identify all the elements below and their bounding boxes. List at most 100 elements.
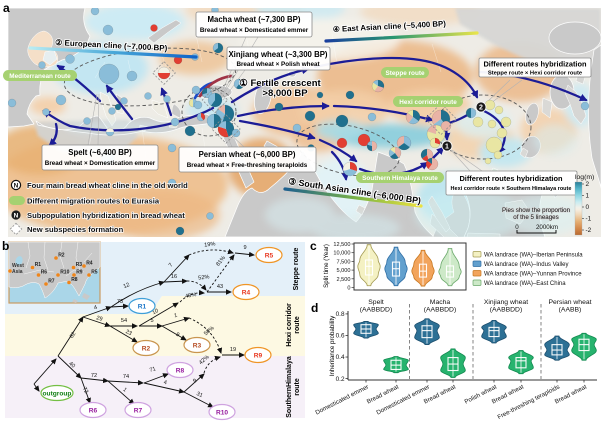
pie-slice bbox=[197, 113, 204, 121]
inset-point-R7 bbox=[44, 282, 48, 286]
splittime-legend-swatch bbox=[472, 251, 482, 258]
pie-outline bbox=[206, 113, 222, 129]
sea-tints bbox=[65, 121, 585, 237]
group-title-line1: Xinjiang wheat bbox=[484, 299, 528, 306]
graph-node-label: R10 bbox=[216, 409, 228, 416]
callout-hyb-hexi-southern: Different routes hybridization Hexi corr… bbox=[445, 170, 578, 196]
graph-edge-label: 9 bbox=[243, 245, 246, 251]
lineage-pie bbox=[231, 128, 241, 138]
scale-bar-zero: 0 bbox=[515, 224, 519, 231]
pie-outline bbox=[193, 100, 203, 110]
pie-outline bbox=[484, 157, 492, 165]
inset-west-asia-2: Asia bbox=[12, 269, 23, 275]
pie-slice bbox=[212, 42, 218, 51]
svg-text:Xinjiang wheat (~3,300 BP): Xinjiang wheat (~3,300 BP) bbox=[228, 50, 327, 59]
graph-edge bbox=[188, 317, 223, 354]
graph-node-label: R8 bbox=[176, 367, 185, 374]
lineage-pie bbox=[405, 109, 421, 125]
pie-outline bbox=[357, 133, 371, 147]
splittime-violin bbox=[411, 249, 435, 287]
panel-label-a: a bbox=[3, 1, 10, 15]
graph-node-label: R4 bbox=[242, 289, 251, 296]
pie-slice bbox=[372, 141, 377, 151]
lineage-pie bbox=[274, 102, 284, 112]
pie-slice bbox=[397, 136, 404, 148]
pie-slice bbox=[171, 118, 179, 126]
svg-text:Bread wheat × Polish wheat: Bread wheat × Polish wheat bbox=[236, 61, 320, 68]
hybridization-circle bbox=[475, 101, 487, 113]
lineage-pie bbox=[167, 178, 177, 188]
inset-point-label: R6 bbox=[41, 270, 48, 276]
pie-slice bbox=[367, 141, 372, 146]
new-subspecies-diamond bbox=[424, 102, 458, 136]
graph-edge-label: 4 bbox=[163, 380, 167, 386]
pointer-xinjiang bbox=[219, 69, 246, 101]
lineage-pie bbox=[83, 117, 91, 125]
graph-edge bbox=[186, 280, 207, 291]
pie-slice bbox=[194, 101, 202, 109]
pie-slice bbox=[106, 132, 114, 136]
svg-text:Bread wheat × Domesticated emm: Bread wheat × Domesticated emmer bbox=[200, 27, 309, 34]
pie-slice bbox=[404, 136, 411, 148]
pie-outline bbox=[126, 70, 138, 82]
lineage-pie bbox=[55, 94, 67, 106]
graph-edge bbox=[107, 380, 135, 405]
pie-slice bbox=[350, 162, 358, 172]
lineage-pie bbox=[105, 127, 115, 137]
pie-outline bbox=[440, 120, 452, 132]
graph-node-R7: R7 bbox=[124, 401, 152, 419]
pie-slice bbox=[435, 138, 441, 145]
pie-slice bbox=[217, 126, 229, 138]
pointer-spelt bbox=[87, 93, 100, 146]
lineage-pie bbox=[316, 91, 324, 99]
pie-outline bbox=[144, 92, 152, 100]
group-title-line1: Macha bbox=[430, 299, 451, 306]
graph-node-label: R1 bbox=[138, 303, 147, 310]
pie-slice bbox=[430, 138, 440, 148]
splittime-legend-swatch bbox=[472, 270, 482, 277]
lineage-pie bbox=[167, 143, 177, 153]
pie-slice bbox=[38, 61, 46, 69]
hybridization-circle bbox=[441, 140, 453, 152]
lineage-pie bbox=[206, 212, 214, 220]
lineage-pie bbox=[157, 66, 171, 80]
scale-bar: 0 2000km bbox=[515, 224, 558, 234]
cline-region-fertile-crescent bbox=[181, 87, 237, 137]
pie-outline bbox=[304, 110, 316, 122]
pie-outline bbox=[206, 212, 214, 220]
graph-node-oval bbox=[124, 401, 152, 419]
splittime-ytick-label: 12,500 bbox=[333, 242, 350, 248]
lineage-pie bbox=[144, 92, 152, 100]
pie-outline bbox=[366, 140, 378, 152]
ocean-caspian bbox=[254, 79, 272, 115]
pie-slice bbox=[83, 117, 91, 125]
lineage-pie bbox=[102, 24, 114, 36]
svg-text:Bread wheat × Domestication em: Bread wheat × Domestication emmer bbox=[45, 160, 156, 167]
graph-edge bbox=[188, 248, 234, 256]
graph-edge-label: 81% bbox=[215, 255, 227, 268]
arrow-mediterranean bbox=[42, 106, 215, 132]
graph-edge-label: 9 bbox=[192, 378, 198, 385]
splittime-legend-swatch bbox=[472, 279, 482, 286]
pie-outline bbox=[493, 150, 503, 160]
graph-edge bbox=[143, 373, 169, 384]
lineage-pie bbox=[114, 103, 122, 111]
ocean-pacific bbox=[588, 44, 601, 189]
lineage-pie bbox=[420, 148, 434, 162]
pie-slice bbox=[485, 158, 491, 164]
splittime-ytick-label: 2,500 bbox=[337, 277, 351, 283]
graph-node-R4: R4 bbox=[232, 283, 260, 301]
pie-outline bbox=[175, 226, 185, 236]
svg-text:Southern Himalaya route: Southern Himalaya route bbox=[362, 175, 438, 182]
pie-slice bbox=[174, 56, 182, 64]
lineage-pie bbox=[371, 79, 385, 93]
pie-outline bbox=[207, 92, 223, 108]
inheritance-violin bbox=[571, 332, 597, 361]
pie-slice bbox=[426, 160, 432, 169]
lineage-pie bbox=[196, 112, 206, 122]
lineage-pie bbox=[184, 125, 196, 137]
pie-slice bbox=[8, 99, 16, 107]
pie-slice bbox=[485, 100, 495, 110]
legend-label-1: Four main bread wheat cline in the old w… bbox=[27, 181, 188, 190]
pie-slice bbox=[99, 64, 119, 84]
